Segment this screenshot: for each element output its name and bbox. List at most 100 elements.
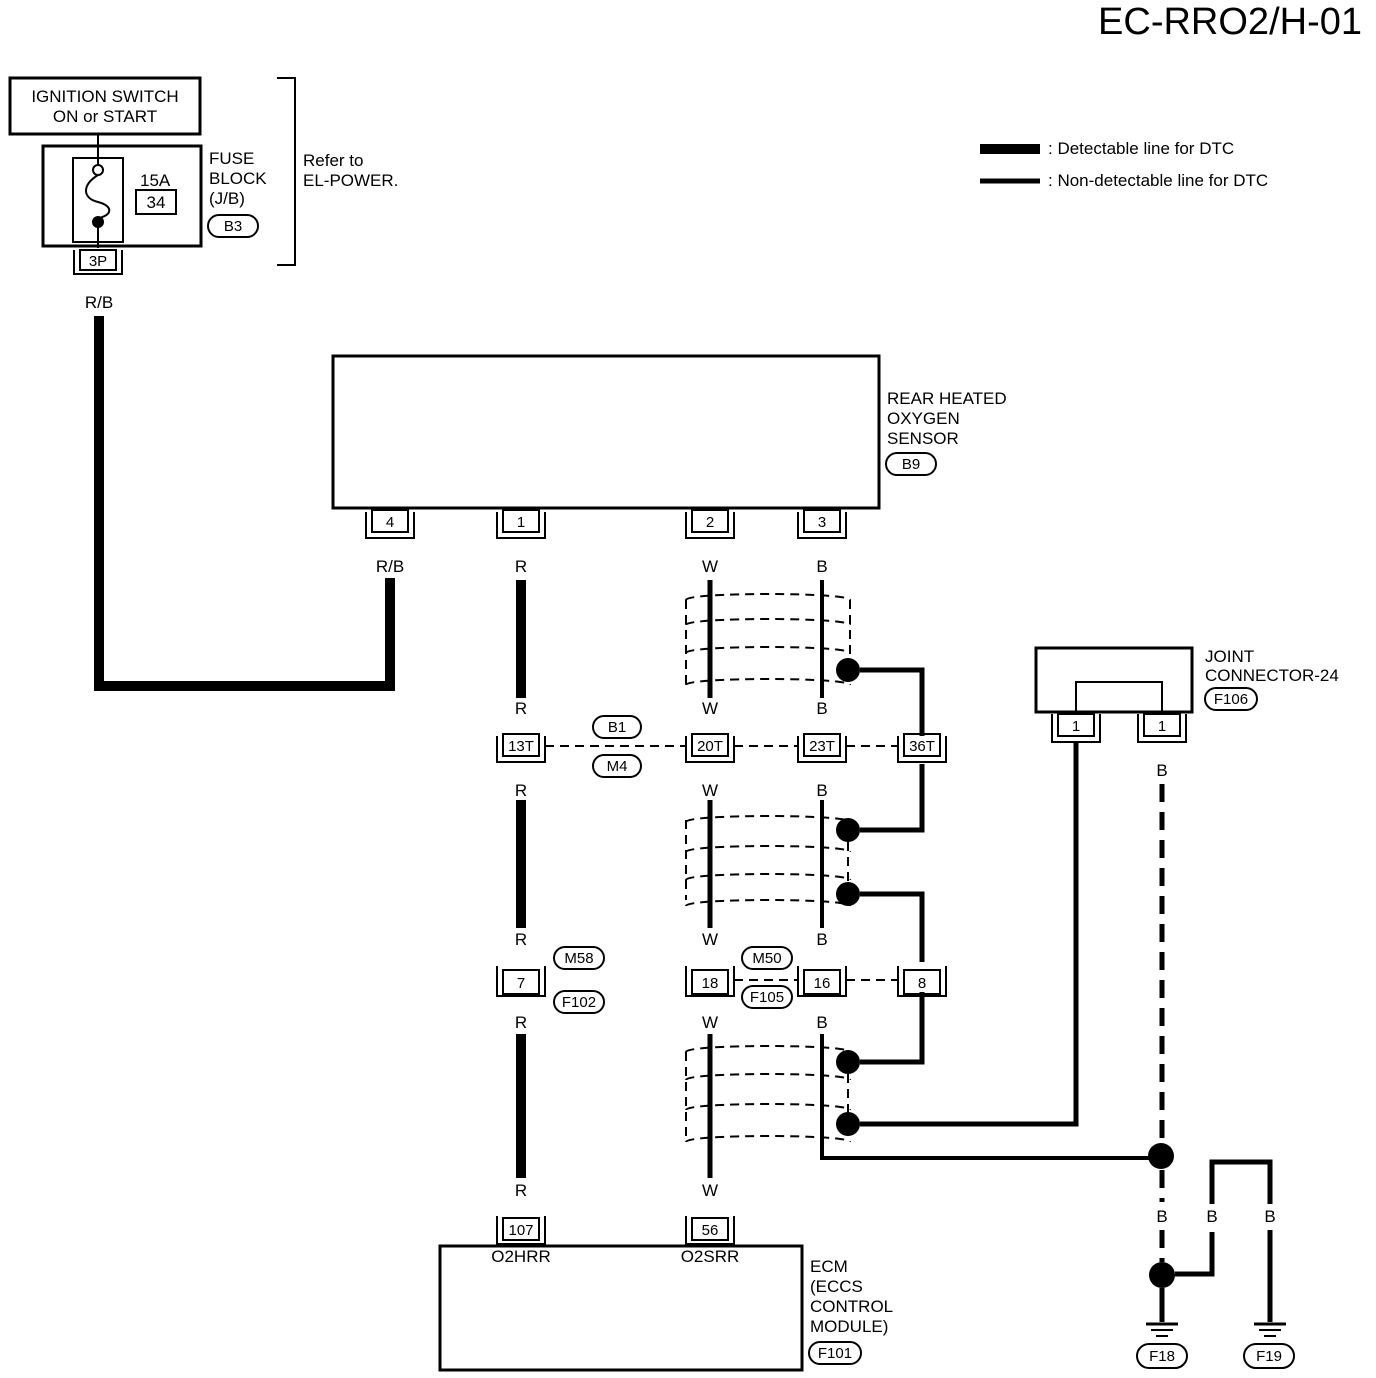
joint1-conn-badge-top [592, 715, 642, 739]
joint-connector-bridge [1075, 681, 1163, 712]
joint1-pin-20t: 20T [697, 738, 723, 755]
wire-color-w: W [702, 557, 718, 576]
joint2-pin-16: 16 [814, 975, 831, 992]
sensor-pin-4: 4 [386, 514, 394, 531]
sensor-pin-box [371, 509, 409, 533]
sensor-label3: SENSOR [887, 429, 959, 448]
refer-line1: Refer to [303, 151, 363, 170]
joint2-conn-b-badge-top [741, 946, 793, 970]
fuse-connector-id: B3 [224, 218, 242, 235]
joint2-conn-b-badge-bottom [741, 985, 793, 1009]
refer-line2: EL-POWER. [303, 171, 398, 190]
wire-color-w: W [702, 699, 718, 718]
ignition-line1: IGNITION SWITCH [31, 87, 178, 106]
ecm-terminal-o2srr: O2SRR [681, 1247, 740, 1266]
joint1-conn-top: B1 [608, 719, 626, 736]
joint2-conn-a-bottom: F102 [562, 994, 596, 1011]
joint1-pin-13t: 13T [508, 738, 534, 755]
joint-connector-label2: CONNECTOR-24 [1205, 666, 1339, 685]
wire-rb [94, 316, 395, 691]
joint-connector-box [1034, 646, 1194, 714]
ecm-pin-56: 56 [702, 1222, 719, 1239]
wire-color-r: R [515, 781, 527, 800]
fuse-block-label2: BLOCK [209, 169, 267, 188]
shield-ground-dot [836, 658, 860, 682]
shield-ground-dot [836, 882, 860, 906]
joint2-pin-8: 8 [918, 975, 926, 992]
wire-color-r: R [515, 1013, 527, 1032]
joint-connector-pin-right: 1 [1158, 718, 1166, 735]
sensor-pin-3: 3 [818, 514, 826, 531]
joint2-pin-box [502, 969, 540, 995]
wire-color-b: B [816, 781, 827, 800]
wire-color-b: B [1264, 1207, 1275, 1226]
ground-f18: F18 [1136, 1322, 1188, 1369]
wire-color-r: R [515, 1181, 527, 1200]
joint1-conn-badge-bottom [592, 754, 642, 778]
joint2-conn-a-top: M58 [564, 950, 593, 967]
sensor-label1: REAR HEATED [887, 389, 1007, 408]
joint2-pin-box [903, 969, 941, 995]
fuse-icon [85, 174, 111, 219]
sensor-pin-1: 1 [517, 514, 525, 531]
rear-heated-oxygen-sensor-box [331, 354, 881, 510]
sensor-pin-box [691, 509, 729, 533]
wire-color-b: B [816, 699, 827, 718]
joint1-pin-box [803, 733, 841, 757]
ground-splice-dot [1149, 1262, 1175, 1288]
legend-detectable-text: : Detectable line for DTC [1048, 139, 1234, 158]
ground-badge [1243, 1343, 1295, 1369]
fuse-number: 34 [147, 193, 166, 212]
sensor-pin-box [502, 509, 540, 533]
joint-connector-pin-left: 1 [1072, 718, 1080, 735]
sensor-pins: 4 1 2 3 [365, 509, 847, 539]
joint1-pin-box [903, 733, 941, 757]
joint2-pin-box [691, 969, 729, 995]
shield-ground-dot [836, 1112, 860, 1136]
ground-splice-dot [1148, 1143, 1174, 1169]
refer-bracket [277, 77, 296, 266]
joint-connector-id: F106 [1214, 691, 1248, 708]
joint2-pin-box [803, 969, 841, 995]
ground-f19-label: F19 [1256, 1348, 1282, 1365]
wire-color-w: W [702, 781, 718, 800]
ground-f18-label: F18 [1149, 1348, 1175, 1365]
fuse-amperage: 15A [140, 171, 171, 190]
joint-connector-pin-box [1057, 713, 1095, 737]
wire-color-b: B [1156, 1207, 1167, 1226]
joint1-pin-box [691, 733, 729, 757]
ecm-label2: (ECCS [810, 1277, 863, 1296]
joint1-pin-box [502, 733, 540, 757]
joint-connector-pin-box [1143, 713, 1181, 737]
joint1-pin-23t: 23T [809, 738, 835, 755]
sensor-pin-box [803, 509, 841, 533]
shield-drain-3 [860, 891, 925, 962]
sensor-connector-badge [885, 452, 937, 476]
joint1-conn-bottom: M4 [607, 758, 628, 775]
ecm-pin-107: 107 [508, 1222, 533, 1239]
ecm-label3: CONTROL [810, 1297, 893, 1316]
wire-color-r: R [515, 557, 527, 576]
joint1-pin-36t: 36T [909, 738, 935, 755]
wire-color-rb-top: R/B [85, 293, 113, 312]
ignition-switch-box [8, 76, 202, 136]
ecm-connector-id: F101 [818, 1345, 852, 1362]
page-title: EC-RRO2/H-01 [1098, 1, 1362, 43]
ground-f19: F19 [1243, 1322, 1295, 1369]
wire-color-rb-sensor: R/B [376, 557, 404, 576]
fuse-block-label3: (J/B) [209, 189, 245, 208]
joint1-connectors: 13T 20T 23T 36T B1 M4 [496, 715, 947, 778]
ecm-box [438, 1244, 804, 1372]
joint-connector-badge [1204, 687, 1258, 711]
joint2-conn-a-badge-bottom [553, 990, 605, 1014]
shield-drain-2 [860, 764, 925, 833]
ground-badge [1136, 1343, 1188, 1369]
joint2-pin-18: 18 [702, 975, 719, 992]
sensor-connector-id: B9 [902, 456, 920, 473]
fuse-pin-label: 3P [89, 253, 107, 270]
legend-non-detectable-text: : Non-detectable line for DTC [1048, 171, 1268, 190]
shield-1 [685, 593, 860, 690]
ignition-line2: ON or START [53, 107, 157, 126]
wire-color-r: R [515, 930, 527, 949]
